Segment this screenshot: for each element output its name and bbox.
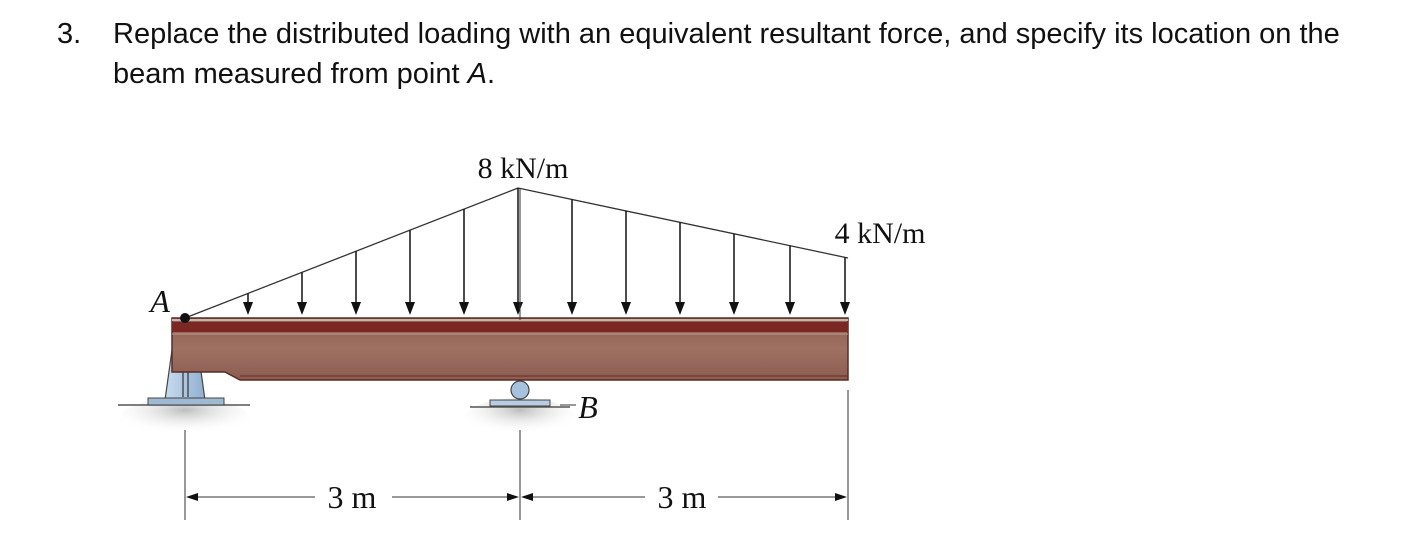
load-arrow-head [459,302,469,315]
load-arrow-head [675,302,685,315]
load-peak-label: 8 kN/m [478,152,569,185]
span-left-label: 3 m [328,479,377,515]
load-arrow-head [785,302,795,315]
roller-support-b [489,380,551,407]
problem-text-main: Replace the distributed loading with an … [113,18,1340,90]
problem-text-end: . [486,58,496,90]
load-line-right [517,187,849,259]
point-b-label: B [578,389,598,425]
load-arrow-head [513,302,523,315]
load-line-left [184,187,519,319]
problem-point-label: A [467,58,487,90]
dimension-left [186,493,519,501]
ground-a [120,398,250,438]
load-arrow-head [567,302,577,315]
load-right-label: 4 kN/m [835,217,926,250]
distributed-load [184,187,850,319]
dimension-right [521,493,847,501]
load-arrow-head [729,302,739,315]
load-arrow-head [621,302,631,315]
problem-number: 3. [57,18,82,50]
problem-text: Replace the distributed loading with an … [113,14,1403,94]
point-a-dot [180,313,190,323]
load-arrow-head [351,302,361,315]
load-arrows [243,188,850,315]
load-arrow-head [297,302,307,315]
point-a-label: A [148,283,170,319]
beam [171,317,849,381]
load-arrow-head [243,302,253,315]
ground-b [465,398,575,438]
span-right-label: 3 m [658,479,707,515]
load-arrow-head [405,302,415,315]
load-arrow-head [840,302,850,315]
